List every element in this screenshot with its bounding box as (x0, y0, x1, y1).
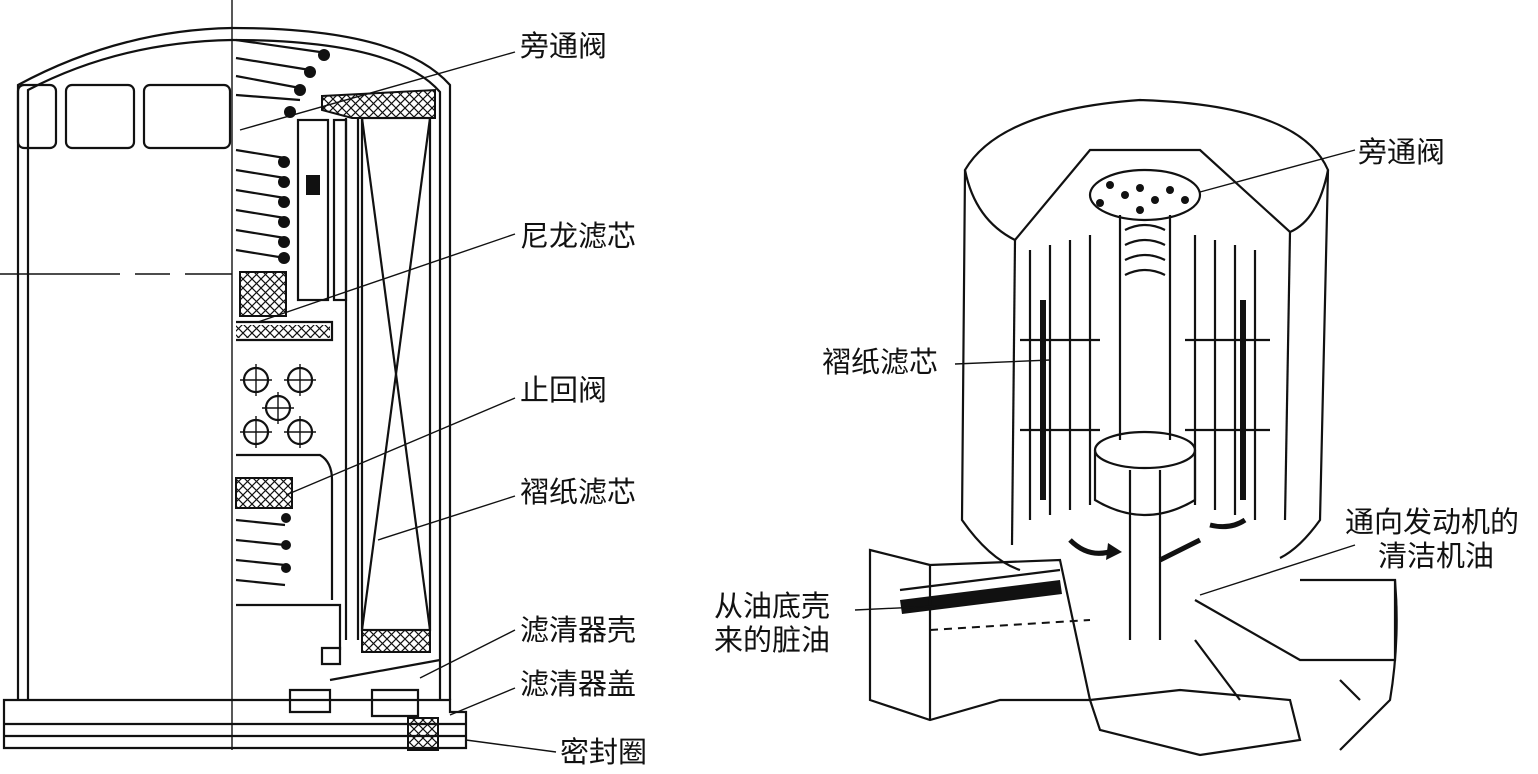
label-dirty-oil-line1: 从油底壳 (714, 589, 830, 623)
center-tube (1093, 215, 1197, 640)
seal-ring (407, 717, 439, 751)
label-clean-oil-line1: 通向发动机的 (1345, 505, 1519, 539)
filter-cover (2, 646, 468, 751)
check-valve (235, 453, 342, 650)
label-nylon-filter: 尼龙滤芯 (520, 219, 636, 253)
filter-can-right-side (1279, 169, 1330, 559)
left-leader-lines (239, 51, 557, 753)
top-panel (142, 83, 232, 150)
label-filter-cover: 滤清器盖 (520, 667, 636, 701)
filter-housing-outline (16, 26, 452, 700)
base-inlet (868, 548, 1092, 722)
bypass-spring (235, 38, 330, 118)
left-labels: 旁通阀 尼龙滤芯 止回阀 褶纸滤芯 滤清器壳 滤清器盖 密封圈 (520, 29, 647, 769)
pleated-paper-filter (360, 116, 432, 653)
label-pleated-paper-filter-right: 褶纸滤芯 (822, 345, 938, 379)
cutaway-view (854, 98, 1398, 757)
sectional-view (0, 0, 557, 753)
oil-holes (240, 364, 316, 448)
label-bypass-valve: 旁通阀 (520, 29, 607, 63)
label-dirty-oil-line2: 来的脏油 (714, 623, 830, 657)
right-labels: 旁通阀 褶纸滤芯 通向发动机的 清洁机油 从油底壳 来的脏油 (714, 135, 1519, 657)
top-panel (16, 83, 58, 150)
filter-can-left-side (960, 169, 1021, 572)
flow-arrows (1068, 517, 1247, 563)
base-outlet (1088, 578, 1398, 757)
filter-can-top (963, 98, 1330, 242)
right-leader-lines (854, 149, 1356, 611)
label-pleated-paper-filter: 褶纸滤芯 (520, 475, 636, 509)
label-bypass-valve-right: 旁通阀 (1358, 135, 1445, 169)
nylon-filter (235, 118, 348, 342)
bypass-valve-dots (1088, 168, 1202, 222)
pleated-filter-elements (1020, 235, 1270, 520)
label-seal-ring: 密封圈 (560, 735, 647, 769)
label-clean-oil-line2: 清洁机油 (1378, 539, 1494, 573)
top-panel (64, 83, 136, 150)
label-check-valve: 止回阀 (520, 373, 607, 407)
label-filter-housing: 滤清器壳 (520, 613, 636, 647)
